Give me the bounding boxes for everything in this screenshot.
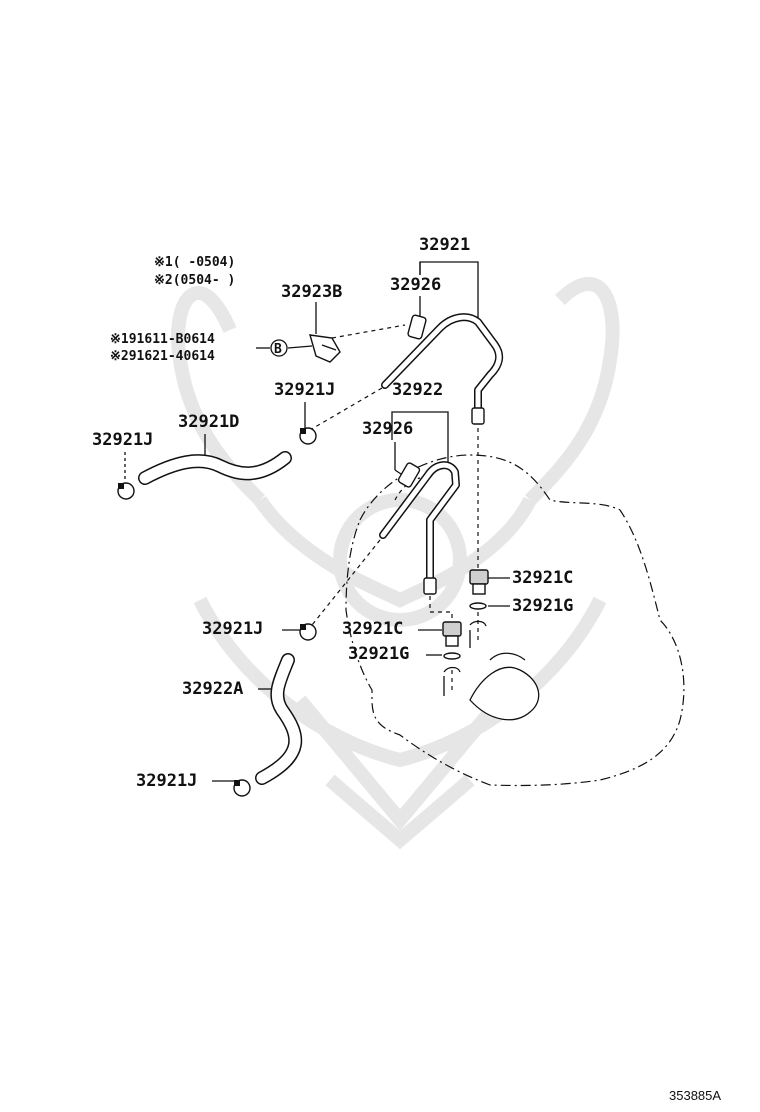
bolt-note-2: ※291621-40614 xyxy=(110,349,215,364)
watermark-emblem xyxy=(171,277,620,850)
callout-32922A: 32922A xyxy=(182,679,243,699)
housing-boss-left xyxy=(443,666,461,696)
figure-id: 353885A xyxy=(669,1088,721,1103)
housing-boss-right xyxy=(469,620,487,648)
hose-clip-32921J-bottom xyxy=(233,779,251,797)
sleeve-32926-mid xyxy=(397,462,421,488)
dash-pipe-to-clip-upper xyxy=(309,387,383,431)
callout-32921D: 32921D xyxy=(178,412,239,432)
leader-lines xyxy=(124,261,510,782)
sleeve-32926-top xyxy=(407,314,427,340)
pipe-nut-right xyxy=(471,407,485,425)
callout-32921J-upper: 32921J xyxy=(274,380,335,400)
union-32921C-left xyxy=(442,621,462,647)
callout-32921C-right: 32921C xyxy=(512,568,573,588)
bolt-marker: B xyxy=(270,339,288,357)
hose-32922A xyxy=(255,653,303,785)
callout-32926-mid: 32926 xyxy=(362,419,413,439)
callout-32922: 32922 xyxy=(392,380,443,400)
callout-32921C-left: 32921C xyxy=(342,619,403,639)
port-lip xyxy=(489,652,526,661)
hose-clip-32921J-upper xyxy=(299,427,317,445)
gasket-32921G-left xyxy=(443,652,461,660)
callout-32923B: 32923B xyxy=(281,282,342,302)
union-32921C-right xyxy=(469,569,489,595)
dash-clamp-to-pipe xyxy=(331,324,406,339)
hose-clip-32921J-middle xyxy=(299,623,317,641)
callout-32921G-right: 32921G xyxy=(512,596,573,616)
callout-32921G-left: 32921G xyxy=(348,644,409,664)
gasket-32921G-right xyxy=(469,602,487,610)
callout-32921J-left: 32921J xyxy=(92,430,153,450)
breather-pipe-32921 xyxy=(381,313,504,425)
callout-32921J-bottom: 32921J xyxy=(136,771,197,791)
callout-32921: 32921 xyxy=(419,235,470,255)
note-1-date-range: ※1( -0504) xyxy=(154,255,235,270)
transmission-housing-outline xyxy=(345,454,685,787)
dash-pipe-to-union-left xyxy=(429,596,453,622)
dash-pipe-to-clip-middle xyxy=(311,539,381,626)
bolt-note-1: ※191611-B0614 xyxy=(110,332,215,347)
callout-32926-top: 32926 xyxy=(390,275,441,295)
hose-clip-32921J-left xyxy=(117,482,135,500)
breather-pipe-32922 xyxy=(379,461,460,595)
bolt-marker-letter: B xyxy=(274,342,282,357)
housing-port xyxy=(469,666,540,721)
callout-32921J-middle: 32921J xyxy=(202,619,263,639)
hose-32921D xyxy=(138,451,292,485)
clamp-32923B xyxy=(309,334,341,363)
pipe-nut-middle xyxy=(423,577,437,595)
note-2-date-range: ※2(0504- ) xyxy=(154,273,235,288)
